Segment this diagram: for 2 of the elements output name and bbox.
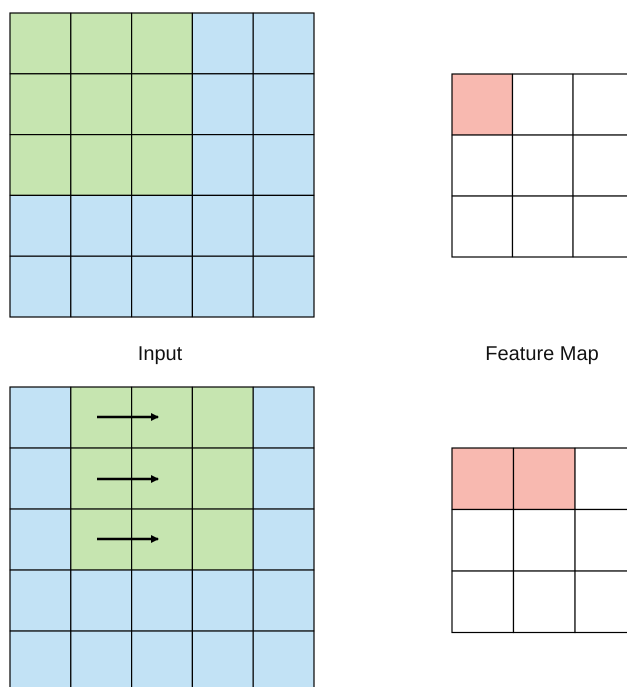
- grid-caption: Feature Map: [485, 343, 599, 366]
- grid-caption: Input: [138, 343, 182, 366]
